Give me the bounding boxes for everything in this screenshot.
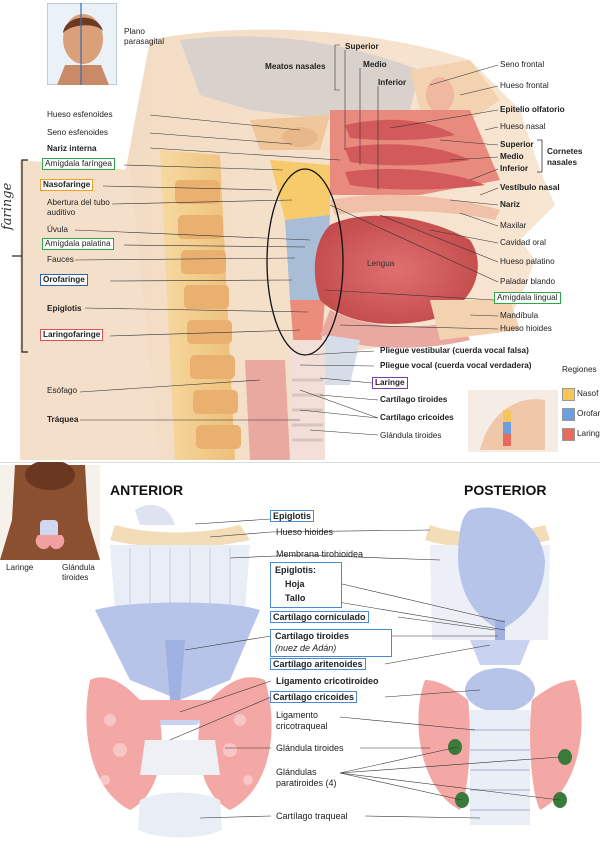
thumb-label-tiroides: tiroides bbox=[62, 573, 89, 582]
label-esofago: Esófago bbox=[47, 386, 78, 395]
legend-swatch-laringofaringe bbox=[562, 428, 575, 441]
label-seno-frontal: Seno frontal bbox=[500, 60, 545, 69]
legend-swatch-nasofaringe bbox=[562, 388, 575, 401]
label-ligamento: Ligamento bbox=[276, 710, 319, 720]
legend-swatch-orofaringe bbox=[562, 408, 575, 421]
label-hueso-nasal: Hueso nasal bbox=[500, 122, 546, 131]
label-membrana-tirohioidea: Membrana tirohioidea bbox=[276, 549, 364, 559]
label-meato-superior: Superior bbox=[345, 42, 379, 51]
label-cornete-inferior: Inferior bbox=[500, 164, 529, 173]
handwritten-faringe-note: faringe bbox=[0, 182, 15, 230]
label-amigdala-palatina: Amígdala palatina bbox=[42, 238, 114, 250]
heading-posterior: POSTERIOR bbox=[464, 482, 547, 498]
label-glandulas: Glándulas bbox=[276, 767, 317, 777]
legend-label-laringofaringe: Laring bbox=[577, 429, 600, 438]
tiroides-box: Cartílago tiroides (nuez de Adán) bbox=[270, 629, 392, 657]
label-auditivo: auditivo bbox=[47, 208, 76, 217]
label-amigdala-lingual: Amígdala lingual bbox=[494, 292, 561, 304]
label-fauces: Fauces bbox=[47, 255, 74, 264]
label-epitelio-olfatorio: Epitelio olfatorio bbox=[500, 105, 565, 114]
label-tallo: Tallo bbox=[285, 593, 306, 603]
label-paladar-blando: Paladar blando bbox=[500, 277, 556, 286]
label-hueso-frontal: Hueso frontal bbox=[500, 81, 549, 90]
label-lengua: Lengua bbox=[367, 259, 395, 268]
label-meatos-nasales: Meatos nasales bbox=[265, 62, 326, 71]
label-traquea: Tráquea bbox=[47, 415, 79, 424]
label-nariz-interna: Nariz interna bbox=[47, 144, 97, 153]
label-cricotraqueal: cricotraqueal bbox=[276, 721, 328, 731]
label-epiglotis-bottom: Epiglotis bbox=[270, 510, 314, 522]
heading-anterior: ANTERIOR bbox=[110, 482, 184, 498]
label-laringe: Laringe bbox=[372, 377, 408, 389]
label-glandula-tiroides-bottom: Glándula tiroides bbox=[276, 743, 344, 753]
thumb-label-glandula: Glándula bbox=[62, 563, 95, 572]
label-pliegue-vestibular: Pliegue vestibular (cuerda vocal falsa) bbox=[380, 346, 529, 355]
label-cartilago-corniculado: Cartílago corniculado bbox=[270, 611, 369, 623]
legend-label-nasofaringe: Nasof bbox=[577, 389, 599, 398]
label-cartilago-tiroides-top: Cartílago tiroides bbox=[380, 395, 448, 404]
label-meato-medio: Medio bbox=[363, 60, 387, 69]
label-nasofaringe: Nasofaringe bbox=[40, 179, 94, 191]
label-hueso-palatino: Hueso palatino bbox=[500, 257, 555, 266]
label-cavidad-oral: Cavidad oral bbox=[500, 238, 546, 247]
label-plano: Plano bbox=[124, 27, 145, 36]
legend-label-orofaringe: Orofar bbox=[577, 409, 600, 418]
label-cornete-medio: Medio bbox=[500, 152, 524, 161]
section-divider bbox=[0, 462, 600, 463]
larynx-illustration bbox=[0, 462, 582, 838]
label-orofaringe: Orofaringe bbox=[40, 274, 88, 286]
label-amigdala-faringea: Amígdala faríngea bbox=[42, 158, 115, 170]
label-ligamento-cricotiroideo: Ligamento cricotiroideo bbox=[276, 676, 379, 686]
label-cornetes: Cornetes bbox=[547, 147, 583, 156]
label-cartilago-traqueal: Cartílago traqueal bbox=[276, 811, 348, 821]
label-glandula-tiroides-top: Glándula tiroides bbox=[380, 431, 442, 440]
label-cartilago-cricoides-bottom: Cartílago cricoides bbox=[270, 691, 358, 703]
label-seno-esfenoides: Seno esfenoides bbox=[47, 128, 108, 137]
label-pliegue-vocal: Pliegue vocal (cuerda vocal verdadera) bbox=[380, 361, 532, 370]
label-hueso-hioides: Hueso hioides bbox=[500, 324, 552, 333]
label-abertura-tubo: Abertura del tubo bbox=[47, 198, 110, 207]
label-cartilago-tiroides-bottom: Cartílago tiroides bbox=[275, 631, 350, 641]
label-cartilago-aritenoides: Cartílago aritenoides bbox=[270, 658, 366, 670]
label-paratiroides: paratiroides (4) bbox=[276, 778, 337, 788]
label-hueso-hioides-bottom: Hueso hioides bbox=[276, 527, 334, 537]
label-laringofaringe: Laringofaringe bbox=[40, 329, 104, 341]
label-epiglotis-colon: Epiglotis: bbox=[275, 565, 316, 575]
label-epiglotis-top: Epiglotis bbox=[47, 304, 82, 313]
label-cornete-superior: Superior bbox=[500, 140, 534, 149]
thumb-label-laringe: Laringe bbox=[6, 563, 34, 572]
label-meato-inferior: Inferior bbox=[378, 78, 407, 87]
label-nuez-de-adan: (nuez de Adán) bbox=[275, 643, 337, 653]
label-mandibula: Mandíbula bbox=[500, 311, 539, 320]
epiglotis-parts-box: Epiglotis: Hoja Tallo bbox=[270, 562, 342, 608]
label-nasales: nasales bbox=[547, 158, 578, 167]
legend-title: Regiones bbox=[562, 365, 597, 374]
label-maxilar: Maxilar bbox=[500, 221, 527, 230]
label-nariz: Nariz bbox=[500, 200, 521, 209]
label-vestibulo-nasal: Vestíbulo nasal bbox=[500, 183, 560, 192]
label-hueso-esfenoides: Hueso esfenoides bbox=[47, 110, 113, 119]
label-hoja: Hoja bbox=[285, 579, 305, 589]
label-uvula: Úvula bbox=[47, 225, 68, 234]
label-parasagital: parasagital bbox=[124, 37, 165, 46]
parasagittal-plane-thumbnail bbox=[47, 3, 117, 85]
label-cartilago-cricoides-top: Cartílago cricoides bbox=[380, 413, 454, 422]
sagittal-section-illustration bbox=[12, 29, 558, 460]
